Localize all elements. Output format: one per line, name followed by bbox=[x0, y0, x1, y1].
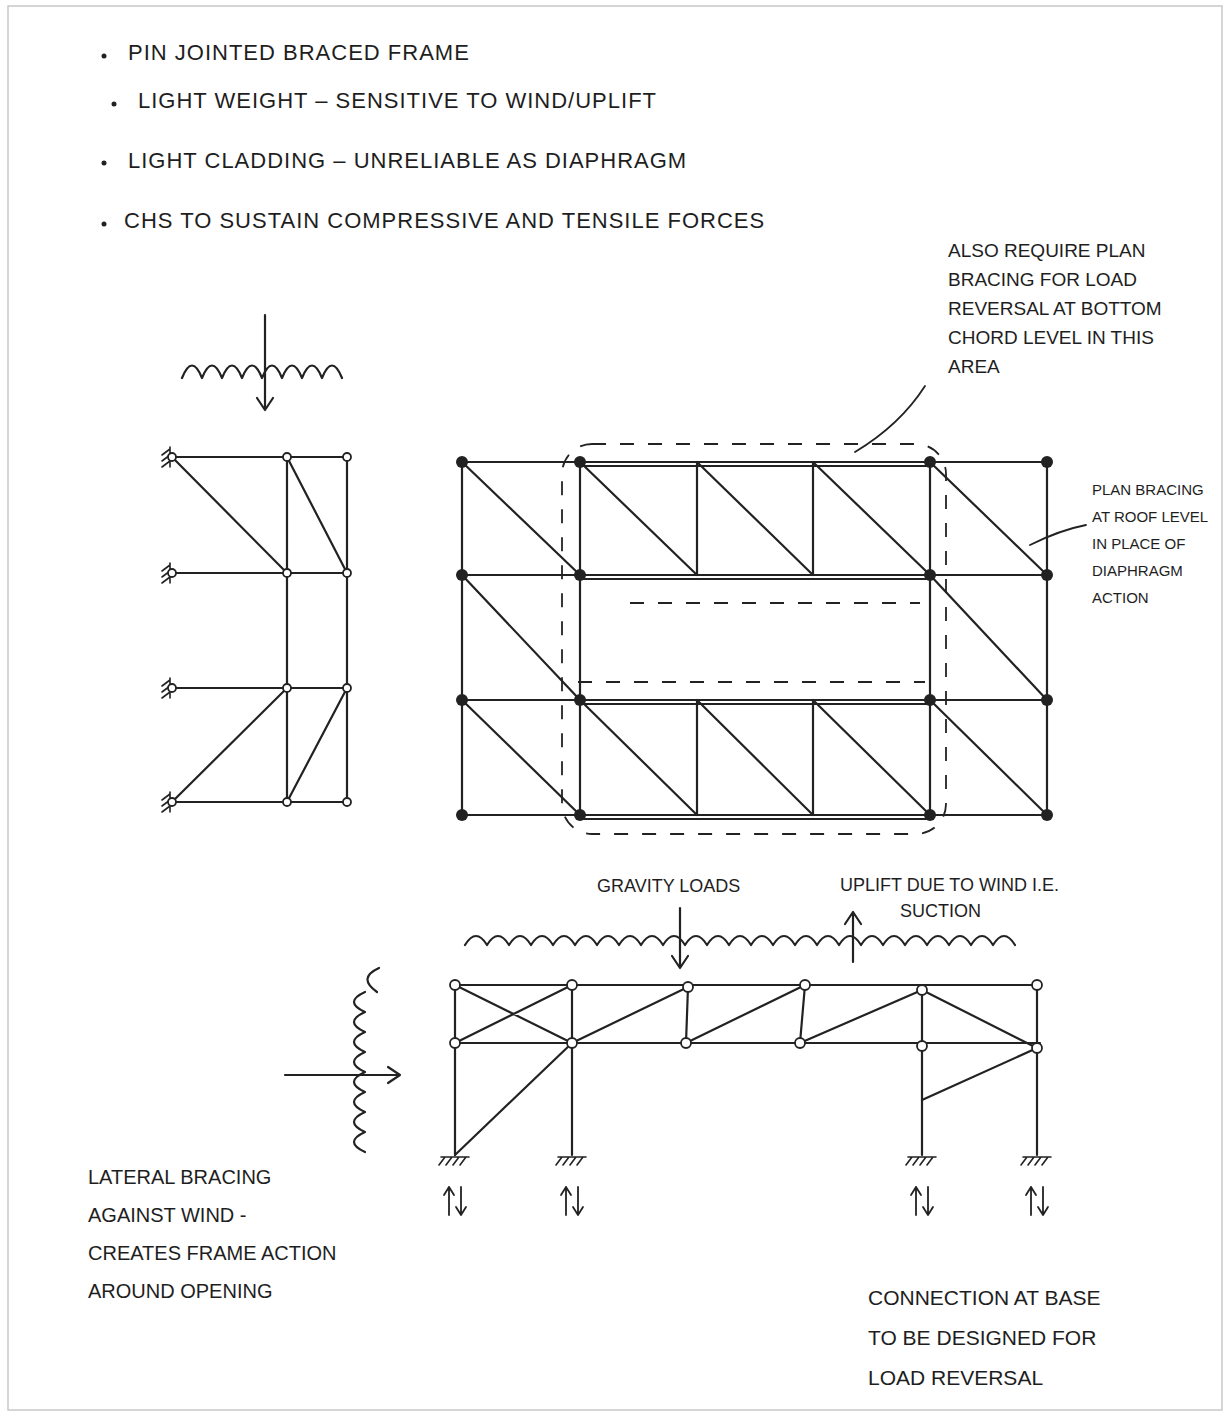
load-label: GRAVITY LOADS bbox=[597, 874, 797, 898]
bullets bbox=[102, 54, 117, 227]
callout-note: ALSO REQUIRE PLAN BRACING FOR LOAD REVER… bbox=[948, 236, 1203, 381]
load-label: UPLIFT DUE TO WIND I.E. SUCTION bbox=[840, 872, 1100, 924]
bracing-note: LATERAL BRACING AGAINST WIND - CREATES F… bbox=[88, 1158, 343, 1310]
side-elevation bbox=[162, 315, 351, 812]
connection-note: CONNECTION AT BASE TO BE DESIGNED FOR LO… bbox=[868, 1278, 1130, 1398]
front-elevation bbox=[285, 908, 1051, 1215]
callout-note: PLAN BRACING AT ROOF LEVEL IN PLACE OF D… bbox=[1092, 476, 1222, 611]
roof-plan bbox=[456, 386, 1086, 834]
bullet-note: LIGHT CLADDING – UNRELIABLE AS DIAPHRAGM bbox=[128, 146, 1128, 176]
bullet-note: PIN JOINTED BRACED FRAME bbox=[128, 38, 1128, 68]
bullet-note: CHS TO SUSTAIN COMPRESSIVE AND TENSILE F… bbox=[124, 206, 1174, 236]
bullet-note: LIGHT WEIGHT – SENSITIVE TO WIND/UPLIFT bbox=[138, 86, 1138, 116]
sheet-border bbox=[8, 6, 1222, 1410]
